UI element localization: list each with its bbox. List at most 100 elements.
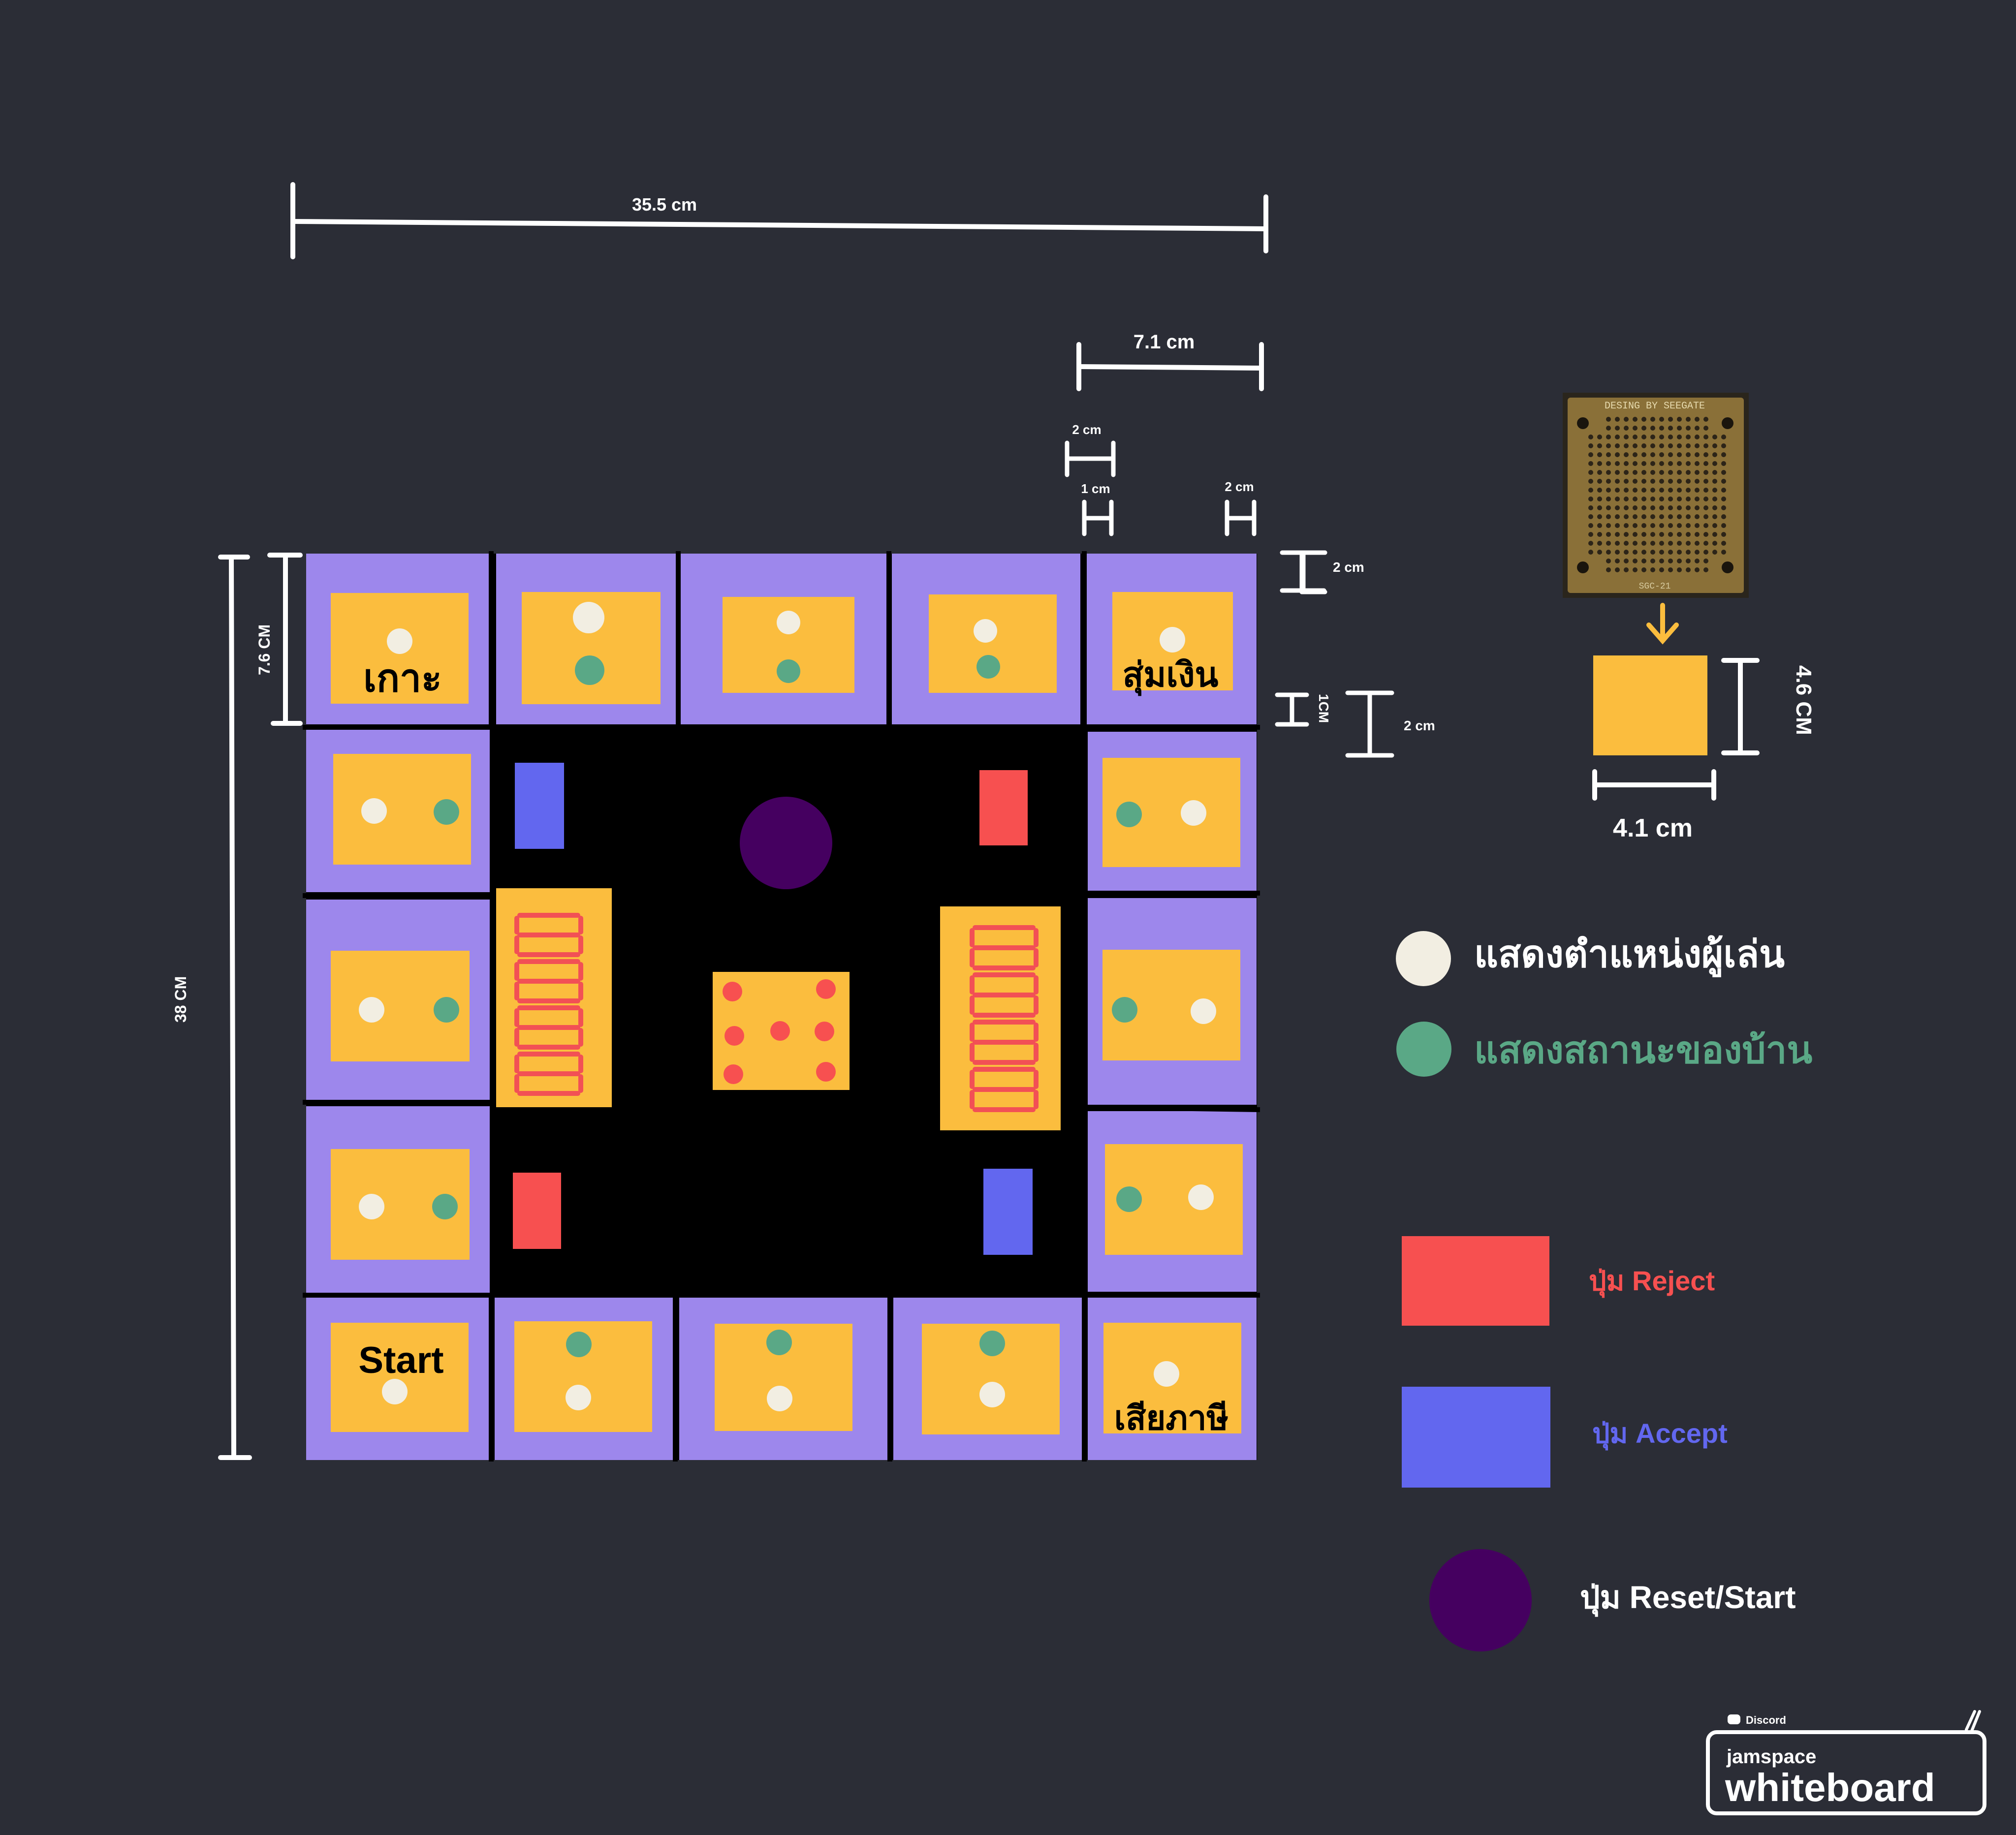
dimension-spacing-2cm-d-label: 2 cm (1404, 718, 1435, 733)
legend-reject-label: ปุ่ม Reject (1589, 1265, 1715, 1298)
pcb-hole (1641, 443, 1646, 448)
pcb-hole (1686, 488, 1691, 493)
dice (713, 972, 850, 1090)
tile-top-1 (496, 554, 676, 724)
tile-right-1 (1088, 898, 1257, 1105)
pcb-hole (1703, 550, 1708, 555)
pcb-hole (1588, 452, 1593, 457)
pencil-icon (1965, 1710, 1981, 1734)
reject-button-bottom-left[interactable] (513, 1173, 561, 1249)
pcb-hole (1703, 505, 1708, 510)
pcb-hole (1686, 514, 1691, 519)
dimension-tile-width-label: 7.1 cm (1134, 331, 1195, 353)
dimension-total-width (290, 182, 1268, 259)
tile-top-2 (681, 554, 887, 724)
dice-pip (816, 979, 836, 999)
legend-accept-swatch (1402, 1387, 1550, 1488)
house-status-led (1116, 1186, 1142, 1212)
pcb-hole (1615, 417, 1620, 422)
pcb-hole (1659, 523, 1664, 528)
pcb-hole (1641, 505, 1646, 510)
pcb-hole (1659, 497, 1664, 501)
pcb-hole (1677, 435, 1682, 439)
pcb-hole (1606, 532, 1611, 537)
pcb-hole (1686, 550, 1691, 555)
pcb-hole (1624, 532, 1629, 537)
pcb-hole (1721, 479, 1726, 484)
pcb-hole (1695, 523, 1700, 528)
pcb-hole (1677, 452, 1682, 457)
pcb-hole (1695, 488, 1700, 493)
pcb-hole (1659, 532, 1664, 537)
pcb-hole (1641, 532, 1646, 537)
pcb-hole (1633, 523, 1638, 528)
dimension-tile-height-label: 7.6 CM (255, 624, 273, 675)
pcb-header-text: DESING BY SEEGATE (1605, 401, 1705, 412)
pcb-hole (1597, 488, 1602, 493)
accept-button-bottom-right[interactable] (983, 1169, 1033, 1255)
pcb-hole (1641, 479, 1646, 484)
pcb-hole (1695, 541, 1700, 546)
pcb-hole (1615, 567, 1620, 572)
corner-label-pay-tax: เสียภาษี (1114, 1400, 1228, 1437)
pcb-hole (1615, 443, 1620, 448)
dimension-spacing-2cm-c-ibeam (1280, 550, 1326, 593)
pcb-hole (1686, 541, 1691, 546)
pcb-hole (1597, 497, 1602, 501)
pcb-hole (1712, 488, 1717, 493)
player-led (359, 997, 384, 1023)
pcb-hole (1641, 567, 1646, 572)
reject-button-top-right[interactable] (979, 770, 1028, 845)
pcb-hole (1633, 505, 1638, 510)
pcb-hole (1677, 541, 1682, 546)
pcb-hole (1668, 417, 1673, 422)
pcb-hole (1597, 435, 1602, 439)
dimension-tile-width (1076, 342, 1264, 391)
pcb-hole (1650, 452, 1655, 457)
pcb-hole (1624, 559, 1629, 563)
pcb-hole (1668, 559, 1673, 563)
pcb-hole (1588, 470, 1593, 475)
pcb-hole (1624, 426, 1629, 431)
dimension-spacing-2cm-a (1065, 440, 1116, 477)
player-led (573, 602, 604, 633)
dimension-spacing-2cm-b-label: 2 cm (1225, 479, 1254, 494)
pcb-hole (1633, 497, 1638, 501)
pcb-hole (1695, 435, 1700, 439)
pcb-hole (1686, 435, 1691, 439)
pcb-hole (1695, 417, 1700, 422)
pcb-hole (1588, 541, 1593, 546)
pcb-hole (1633, 452, 1638, 457)
pcb-hole (1650, 559, 1655, 563)
reset-start-button[interactable] (740, 797, 832, 889)
tile-left-2 (306, 1106, 490, 1294)
pcb-hole (1712, 443, 1717, 448)
player-led (361, 798, 387, 824)
corner-label-island: เกาะ (363, 656, 442, 700)
pcb-hole (1641, 435, 1646, 439)
jamspace-whiteboard-logo: Discord jamspace whiteboard (1706, 1710, 1986, 1815)
pcb-hole (1712, 505, 1717, 510)
dice-pip (815, 1022, 834, 1041)
player-led (382, 1379, 408, 1404)
pcb-hole (1712, 452, 1717, 457)
pcb-hole (1686, 470, 1691, 475)
pcb-hole (1588, 461, 1593, 466)
pcb-hole (1695, 443, 1700, 448)
dimension-total-height (218, 555, 252, 1460)
pcb-hole (1597, 470, 1602, 475)
player-led (566, 1385, 591, 1410)
pcb-hole (1606, 435, 1611, 439)
pcb-hole (1624, 435, 1629, 439)
pcb-hole (1677, 532, 1682, 537)
pcb-hole (1659, 505, 1664, 510)
pcb-hole (1624, 470, 1629, 475)
accept-button-top-left[interactable] (515, 763, 564, 849)
pcb-hole (1721, 497, 1726, 501)
pcb-hole (1703, 488, 1708, 493)
player-led (1154, 1361, 1179, 1387)
pcb-hole (1615, 559, 1620, 563)
pcb-hole (1650, 461, 1655, 466)
tile-right-0 (1088, 732, 1257, 892)
pcb-hole (1695, 470, 1700, 475)
